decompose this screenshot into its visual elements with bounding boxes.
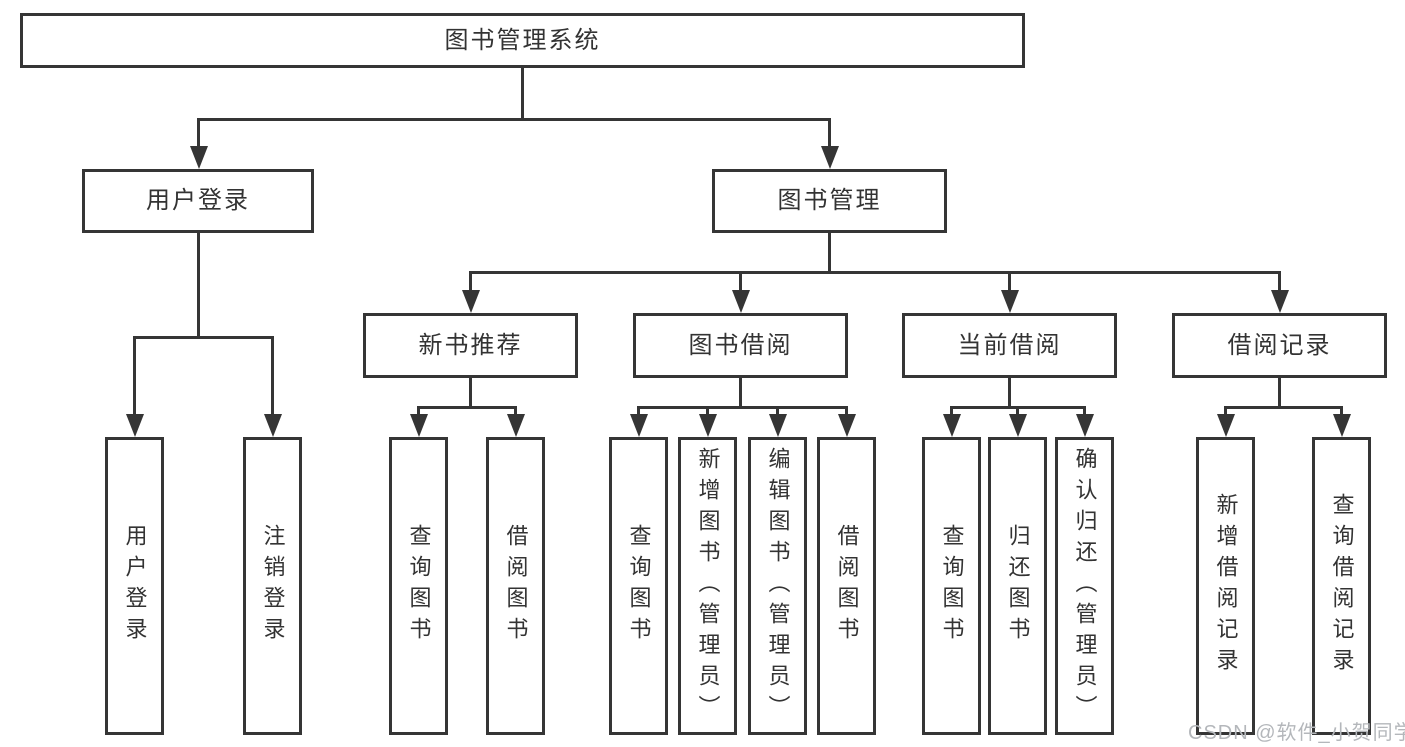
connector-user-login-stem (197, 233, 200, 338)
connector-root-stem (521, 68, 524, 118)
leaf-add-borrow-record: 新增借阅记录 (1196, 437, 1255, 735)
leaf-user-login: 用户登录 (105, 437, 164, 735)
leaf-logout: 注销登录 (243, 437, 302, 735)
leaf-label: 查询图书 (626, 524, 652, 648)
leaf-label: 借阅图书 (503, 524, 529, 648)
connector-drop-user-login (197, 118, 200, 150)
connector-book-management-split (469, 271, 1281, 274)
connector-drop-leaf (133, 336, 136, 416)
node-user-login: 用户登录 (82, 169, 314, 233)
leaf-add-books-admin: 新增图书（管理员） (678, 437, 737, 735)
root-node-library-management-system: 图书管理系统 (20, 13, 1025, 68)
csdn-watermark: CSDN @软件_小贺同学 (1188, 722, 1405, 744)
arrow-down-icon (732, 290, 750, 313)
arrow-down-icon (462, 290, 480, 313)
arrow-down-icon (126, 414, 144, 437)
node-label: 用户登录 (146, 187, 250, 214)
connector-records-stem (1278, 378, 1281, 408)
arrow-down-icon (1271, 290, 1289, 313)
node-borrow-records: 借阅记录 (1172, 313, 1387, 378)
node-label: 当前借阅 (957, 331, 1062, 359)
leaf-query-books-borrowing: 查询图书 (609, 437, 668, 735)
connector-drop-leaf (776, 406, 779, 418)
arrow-down-icon (1001, 290, 1019, 313)
connector-recommend-split (417, 406, 517, 409)
connector-records-split (1224, 406, 1343, 409)
connector-drop-level3 (1278, 271, 1281, 294)
connector-drop-leaf (1340, 406, 1343, 418)
leaf-label: 确认归还（管理员） (1072, 446, 1098, 726)
node-label: 借阅记录 (1227, 331, 1332, 359)
connector-borrowing-stem (739, 378, 742, 408)
node-book-management: 图书管理 (712, 169, 947, 233)
connector-borrowing-split (637, 406, 848, 409)
connector-drop-leaf (1083, 406, 1086, 418)
leaf-label: 归还图书 (1005, 524, 1031, 648)
connector-drop-leaf (514, 406, 517, 418)
arrow-down-icon (821, 146, 839, 169)
connector-recommend-stem (469, 378, 472, 408)
arrow-down-icon (699, 414, 717, 437)
connector-drop-leaf (1016, 406, 1019, 418)
arrow-down-icon (1333, 414, 1351, 437)
connector-drop-leaf (1224, 406, 1227, 418)
leaf-label: 编辑图书（管理员） (765, 446, 791, 726)
node-current-borrowing: 当前借阅 (902, 313, 1117, 378)
leaf-label: 注销登录 (260, 524, 286, 648)
node-label: 新书推荐 (418, 331, 523, 359)
connector-drop-level3 (469, 271, 472, 294)
arrow-down-icon (1009, 414, 1027, 437)
arrow-down-icon (943, 414, 961, 437)
node-book-borrowing: 图书借阅 (633, 313, 848, 378)
arrow-down-icon (264, 414, 282, 437)
connector-current-stem (1008, 378, 1011, 408)
node-label: 图书管理 (777, 187, 882, 214)
arrow-down-icon (630, 414, 648, 437)
arrow-down-icon (507, 414, 525, 437)
leaf-label: 用户登录 (122, 524, 148, 648)
leaf-confirm-return-admin: 确认归还（管理员） (1055, 437, 1114, 735)
connector-drop-level3 (739, 271, 742, 294)
connector-drop-leaf (950, 406, 953, 418)
connector-root-split (197, 118, 831, 121)
arrow-down-icon (190, 146, 208, 169)
leaf-label: 查询图书 (406, 524, 432, 648)
leaf-return-books: 归还图书 (988, 437, 1047, 735)
connector-user-login-split (133, 336, 274, 339)
leaf-label: 新增图书（管理员） (695, 446, 721, 726)
leaf-query-borrow-record: 查询借阅记录 (1312, 437, 1371, 735)
node-new-book-recommend: 新书推荐 (363, 313, 578, 378)
connector-drop-leaf (637, 406, 640, 418)
arrow-down-icon (1217, 414, 1235, 437)
connector-drop-leaf (417, 406, 420, 418)
leaf-label: 借阅图书 (834, 524, 860, 648)
connector-drop-book-management (828, 118, 831, 150)
leaf-borrow-books-borrowing: 借阅图书 (817, 437, 876, 735)
connector-drop-leaf (706, 406, 709, 418)
leaf-query-books-recommend: 查询图书 (389, 437, 448, 735)
connector-drop-leaf (845, 406, 848, 418)
node-label: 图书借阅 (688, 331, 793, 359)
leaf-label: 查询借阅记录 (1329, 493, 1355, 679)
arrow-down-icon (1076, 414, 1094, 437)
connector-book-management-stem (828, 233, 831, 273)
arrow-down-icon (410, 414, 428, 437)
root-node-label: 图书管理系统 (444, 26, 601, 54)
arrow-down-icon (769, 414, 787, 437)
connector-drop-leaf (271, 336, 274, 416)
leaf-label: 新增借阅记录 (1213, 493, 1239, 679)
connector-drop-level3 (1008, 271, 1011, 294)
arrow-down-icon (838, 414, 856, 437)
leaf-edit-books-admin: 编辑图书（管理员） (748, 437, 807, 735)
leaf-borrow-books-recommend: 借阅图书 (486, 437, 545, 735)
leaf-query-books-current: 查询图书 (922, 437, 981, 735)
leaf-label: 查询图书 (939, 524, 965, 648)
